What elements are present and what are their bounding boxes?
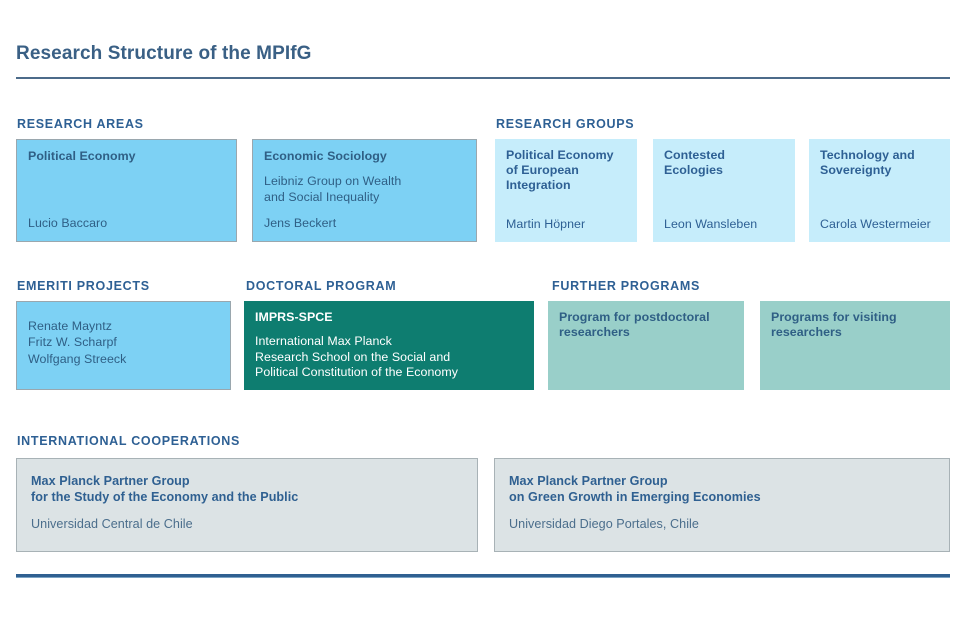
section-heading-international-cooperations: INTERNATIONAL COOPERATIONS xyxy=(17,434,241,448)
card-title-line-2: researchers xyxy=(559,325,630,339)
card-max-planck-partner-group-economy-public[interactable]: Max Planck Partner Group for the Study o… xyxy=(16,458,478,552)
card-title-line-2: Ecologies xyxy=(664,163,723,177)
card-contested-ecologies[interactable]: Contested Ecologies Leon Wansleben xyxy=(653,139,795,242)
card-emeriti-projects[interactable]: Renate Mayntz Fritz W. Scharpf Wolfgang … xyxy=(16,301,231,390)
card-title-line-1: Contested xyxy=(664,148,726,162)
card-title-line-2: researchers xyxy=(771,325,842,339)
section-heading-research-groups: RESEARCH GROUPS xyxy=(496,117,635,131)
cooperation-institution: Universidad Central de Chile xyxy=(31,517,193,531)
card-title-line-2: of European xyxy=(506,163,579,177)
section-heading-further-programs: FURTHER PROGRAMS xyxy=(552,279,701,293)
card-title-line-3: Integration xyxy=(506,178,571,192)
card-title-line-1: Technology and xyxy=(820,148,915,162)
emeritus-name-1: Renate Mayntz xyxy=(28,319,112,333)
page-title: Research Structure of the MPIfG xyxy=(16,43,312,64)
card-title-line-1: Political Economy xyxy=(506,148,614,162)
card-description-line-3: Political Constitution of the Economy xyxy=(255,365,458,379)
card-description-line-2: Research School on the Social and xyxy=(255,349,451,364)
card-subtitle-line-2: and Social Inequality xyxy=(264,189,380,204)
card-subtitle-line-1: Leibniz Group on Wealth xyxy=(264,174,402,188)
section-heading-doctoral-program: DOCTORAL PROGRAM xyxy=(246,279,397,293)
card-political-economy-of-european-integration[interactable]: Political Economy of European Integratio… xyxy=(495,139,637,242)
card-person: Carola Westermeier xyxy=(820,216,931,231)
card-title-line-2: Sovereignty xyxy=(820,163,892,177)
card-title: IMPRS-SPCE xyxy=(255,310,333,324)
card-technology-and-sovereignty[interactable]: Technology and Sovereignty Carola Wester… xyxy=(809,139,950,242)
cooperation-title-line-2: on Green Growth in Emerging Economies xyxy=(509,490,761,504)
card-person: Jens Beckert xyxy=(264,215,337,230)
section-heading-emeriti-projects: EMERITI PROJECTS xyxy=(17,279,150,293)
header-divider xyxy=(16,77,950,79)
card-economic-sociology[interactable]: Economic Sociology Leibniz Group on Weal… xyxy=(252,139,477,242)
card-description-line-1: International Max Planck xyxy=(255,334,392,348)
emeritus-name-3: Wolfgang Streeck xyxy=(28,351,127,366)
footer-divider xyxy=(16,574,950,578)
cooperation-title-line-1: Max Planck Partner Group xyxy=(509,474,668,488)
cooperation-title-line-2: for the Study of the Economy and the Pub… xyxy=(31,490,299,504)
card-political-economy[interactable]: Political Economy Lucio Baccaro xyxy=(16,139,237,242)
card-person: Leon Wansleben xyxy=(664,216,758,231)
card-title-line-1: Program for postdoctoral xyxy=(559,310,710,324)
card-title: Economic Sociology xyxy=(264,149,387,163)
emeritus-name-2: Fritz W. Scharpf xyxy=(28,335,117,350)
card-max-planck-partner-group-green-growth[interactable]: Max Planck Partner Group on Green Growth… xyxy=(494,458,950,552)
cooperation-institution: Universidad Diego Portales, Chile xyxy=(509,517,699,531)
card-programs-for-visiting-researchers[interactable]: Programs for visiting researchers xyxy=(760,301,950,390)
card-person: Martin Höpner xyxy=(506,216,586,231)
card-title-line-1: Programs for visiting xyxy=(771,310,897,324)
card-title: Political Economy xyxy=(28,149,136,163)
card-person: Lucio Baccaro xyxy=(28,215,108,230)
section-heading-research-areas: RESEARCH AREAS xyxy=(17,117,144,131)
cooperation-title-line-1: Max Planck Partner Group xyxy=(31,474,190,488)
card-imprs-spce[interactable]: IMPRS-SPCE International Max Planck Rese… xyxy=(244,301,534,390)
card-program-for-postdoctoral-researchers[interactable]: Program for postdoctoral researchers xyxy=(548,301,744,390)
